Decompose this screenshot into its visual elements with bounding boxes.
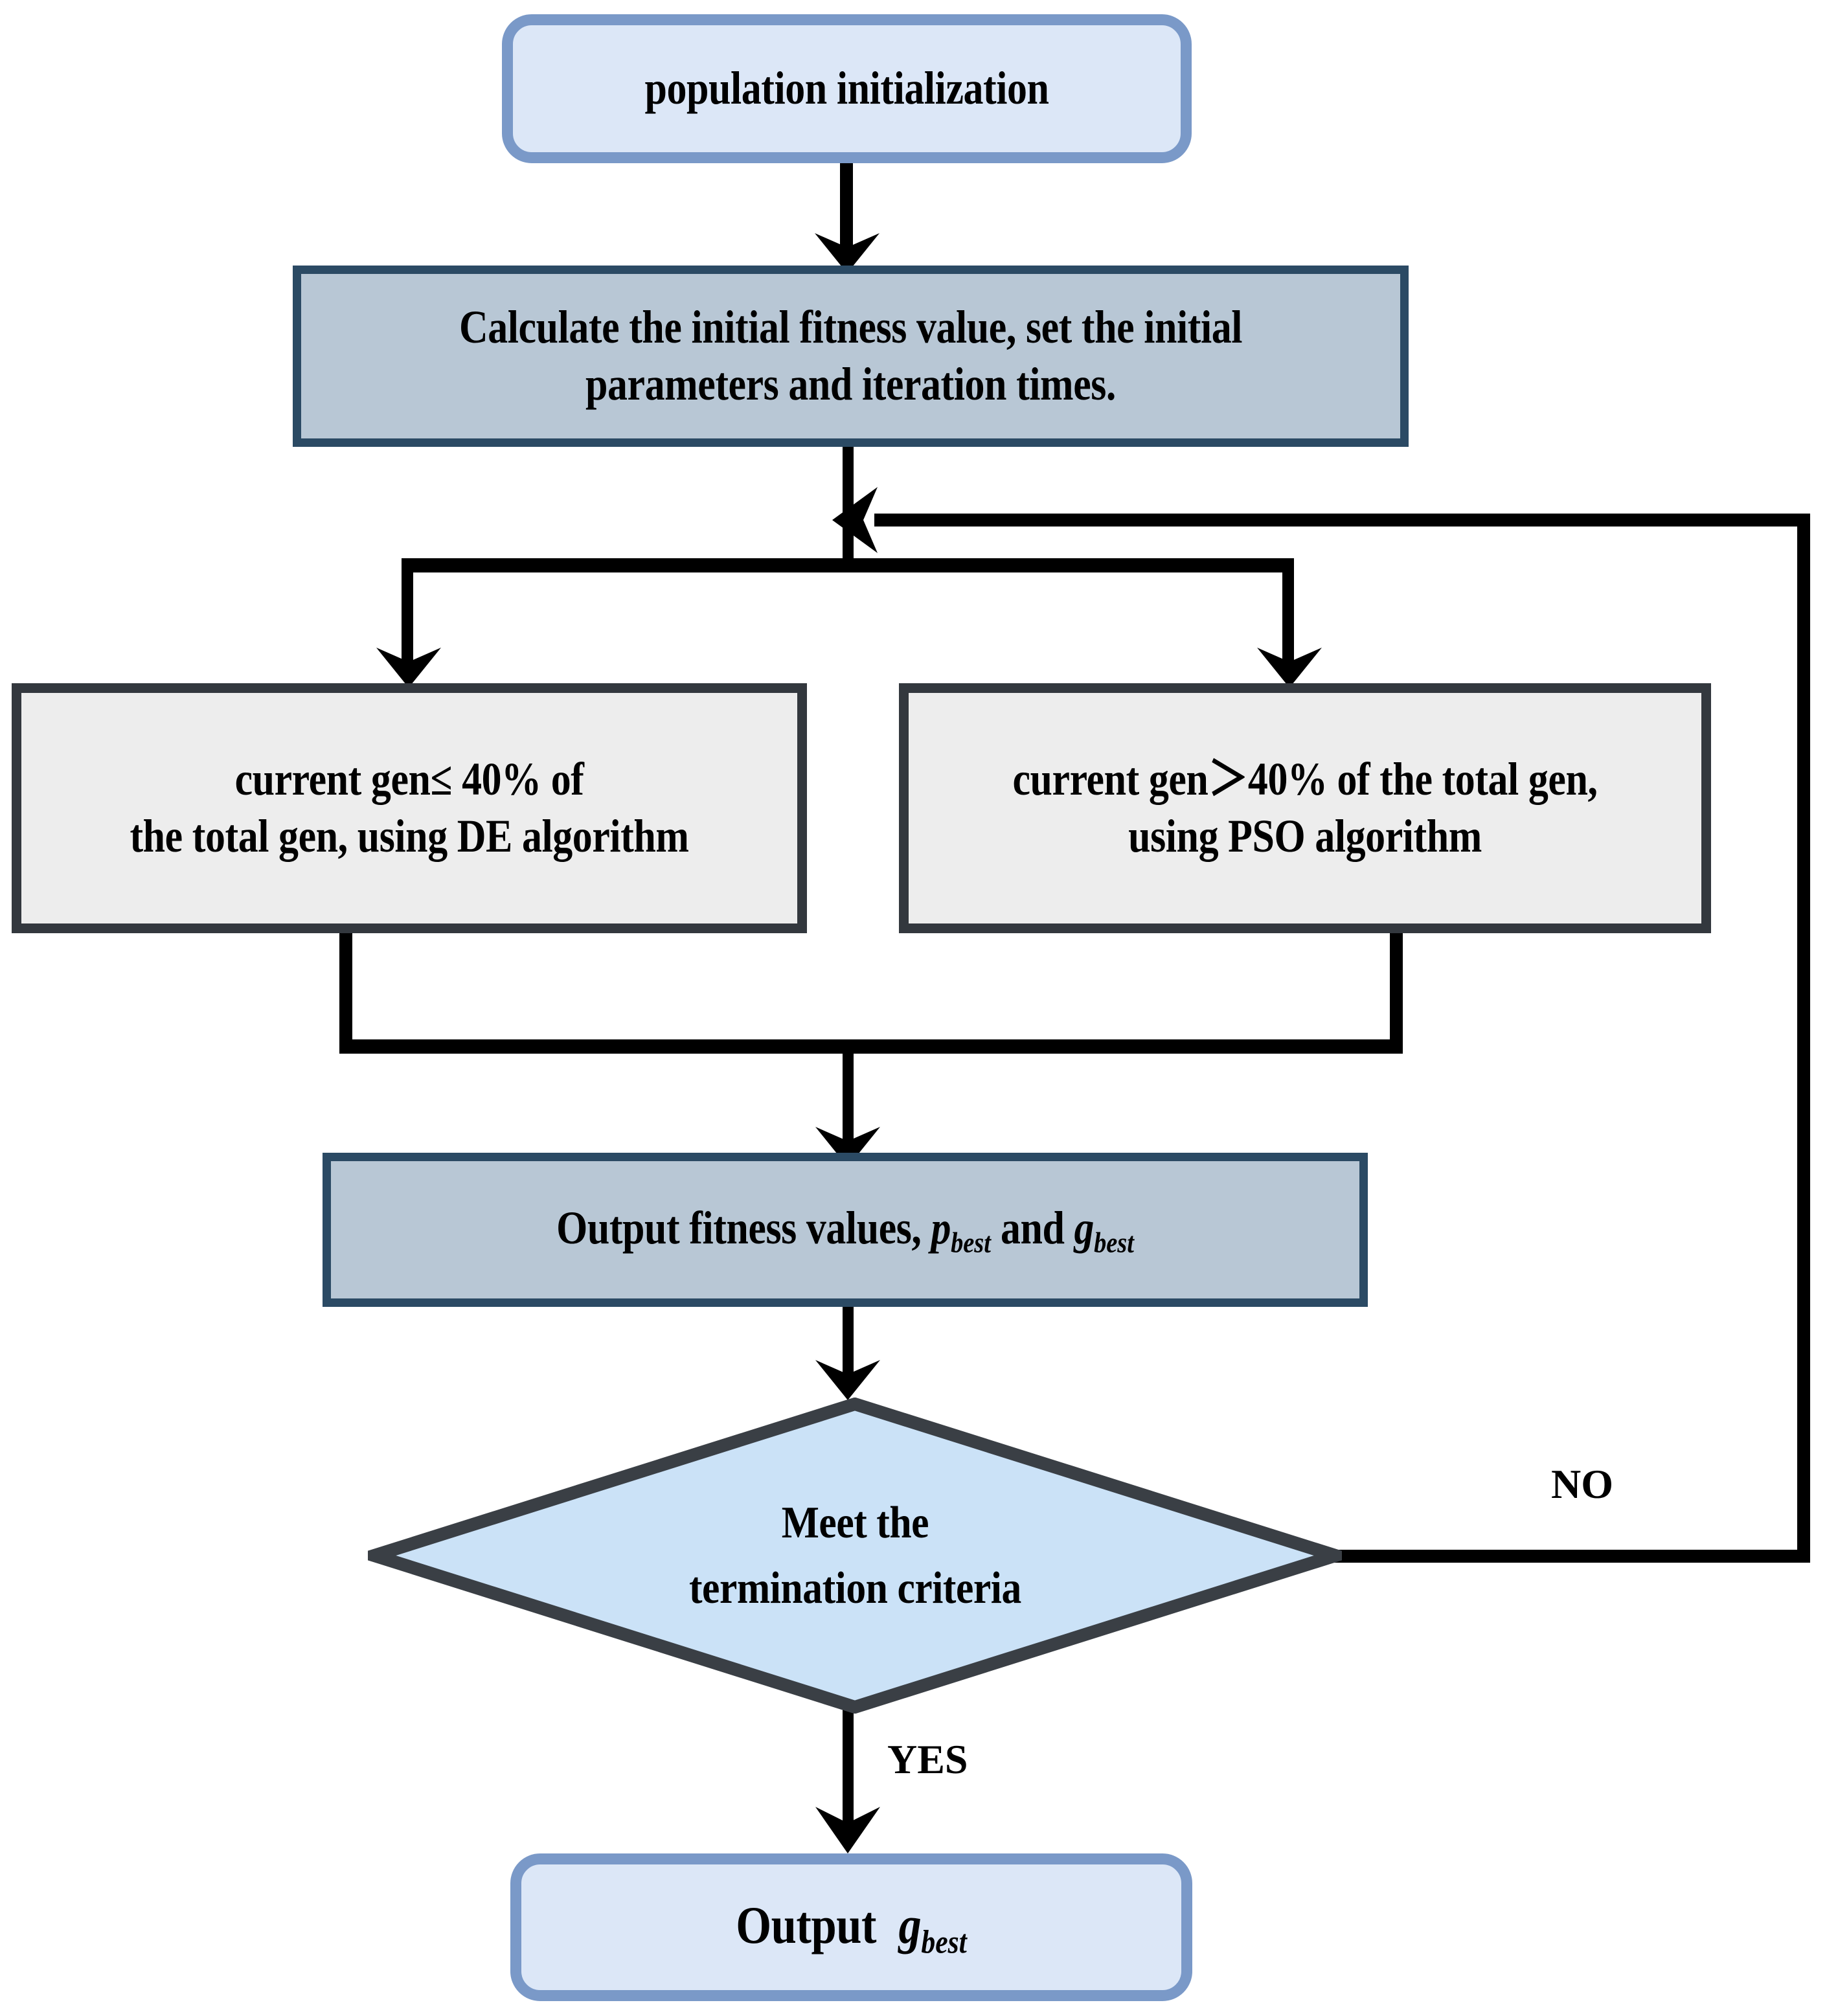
arrowhead-feedback-to-stem xyxy=(832,487,878,553)
node-branch-de-line2: the total gen, using DE algorithm xyxy=(130,810,689,862)
arrowhead-to-end xyxy=(815,1807,880,1853)
connector-decision-to-end xyxy=(843,1710,854,1833)
connector-split-bar xyxy=(402,558,1294,572)
arrowhead-to-pso-box xyxy=(1257,648,1322,688)
node-decision-termination-criteria[interactable]: Meet the termination criteria xyxy=(368,1398,1342,1714)
node-output-fitness-conjunction: and xyxy=(1000,1201,1065,1254)
edge-label-yes: YES xyxy=(887,1736,968,1782)
node-start-label: population initialization xyxy=(644,62,1049,115)
node-output-fitness-values[interactable]: Output fitness values, pbest and gbest xyxy=(323,1153,1368,1307)
connector-no-horizontal-top xyxy=(874,514,1804,527)
connector-merge-bar xyxy=(339,1039,1403,1054)
connector-no-horizontal-right xyxy=(1331,1550,1810,1563)
node-output-fitness-prefix: Output fitness values, xyxy=(556,1201,922,1254)
node-end-prefix: Output xyxy=(736,1895,877,1954)
arrowhead-start-to-init xyxy=(815,233,879,273)
node-init-params-label: Calculate the initial fitness value, set… xyxy=(459,301,1243,410)
node-branch-de-algorithm[interactable]: current gen≤ 40% of the total gen, using… xyxy=(12,683,807,933)
edge-label-no: NO xyxy=(1551,1461,1613,1507)
node-branch-pso-algorithm[interactable]: current gen＞40% of the total gen, using … xyxy=(899,683,1711,933)
connector-start-to-init xyxy=(840,163,853,247)
node-branch-pso-line2: using PSO algorithm xyxy=(1128,810,1482,862)
connector-de-to-merge-stem xyxy=(339,931,352,1051)
diamond-shape xyxy=(368,1398,1342,1714)
connector-output-to-decision xyxy=(843,1307,854,1391)
node-calculate-initial-fitness[interactable]: Calculate the initial fitness value, set… xyxy=(293,266,1409,447)
node-branch-de-line1: current gen≤ 40% of xyxy=(234,753,584,806)
node-end-gbest: gbest xyxy=(898,1895,967,1960)
connector-no-vertical-up xyxy=(1797,514,1810,1556)
arrowhead-to-decision xyxy=(815,1360,880,1400)
connector-split-left-stem xyxy=(402,558,413,662)
connector-pso-to-merge-stem xyxy=(1390,931,1403,1051)
node-output-fitness-pbest: pbest xyxy=(931,1201,991,1258)
node-output-fitness-gbest: gbest xyxy=(1074,1201,1134,1258)
connector-merge-to-output xyxy=(843,1049,854,1153)
node-population-initialization[interactable]: population initialization xyxy=(502,14,1192,163)
node-branch-pso-line1: current gen＞40% of the total gen, xyxy=(1012,753,1598,806)
connector-split-right-stem xyxy=(1282,558,1294,662)
arrowhead-to-output-fitness xyxy=(815,1127,880,1167)
node-output-gbest[interactable]: Output gbest xyxy=(510,1853,1192,2001)
arrowhead-to-de-box xyxy=(376,648,441,688)
connector-init-to-split xyxy=(843,446,854,569)
